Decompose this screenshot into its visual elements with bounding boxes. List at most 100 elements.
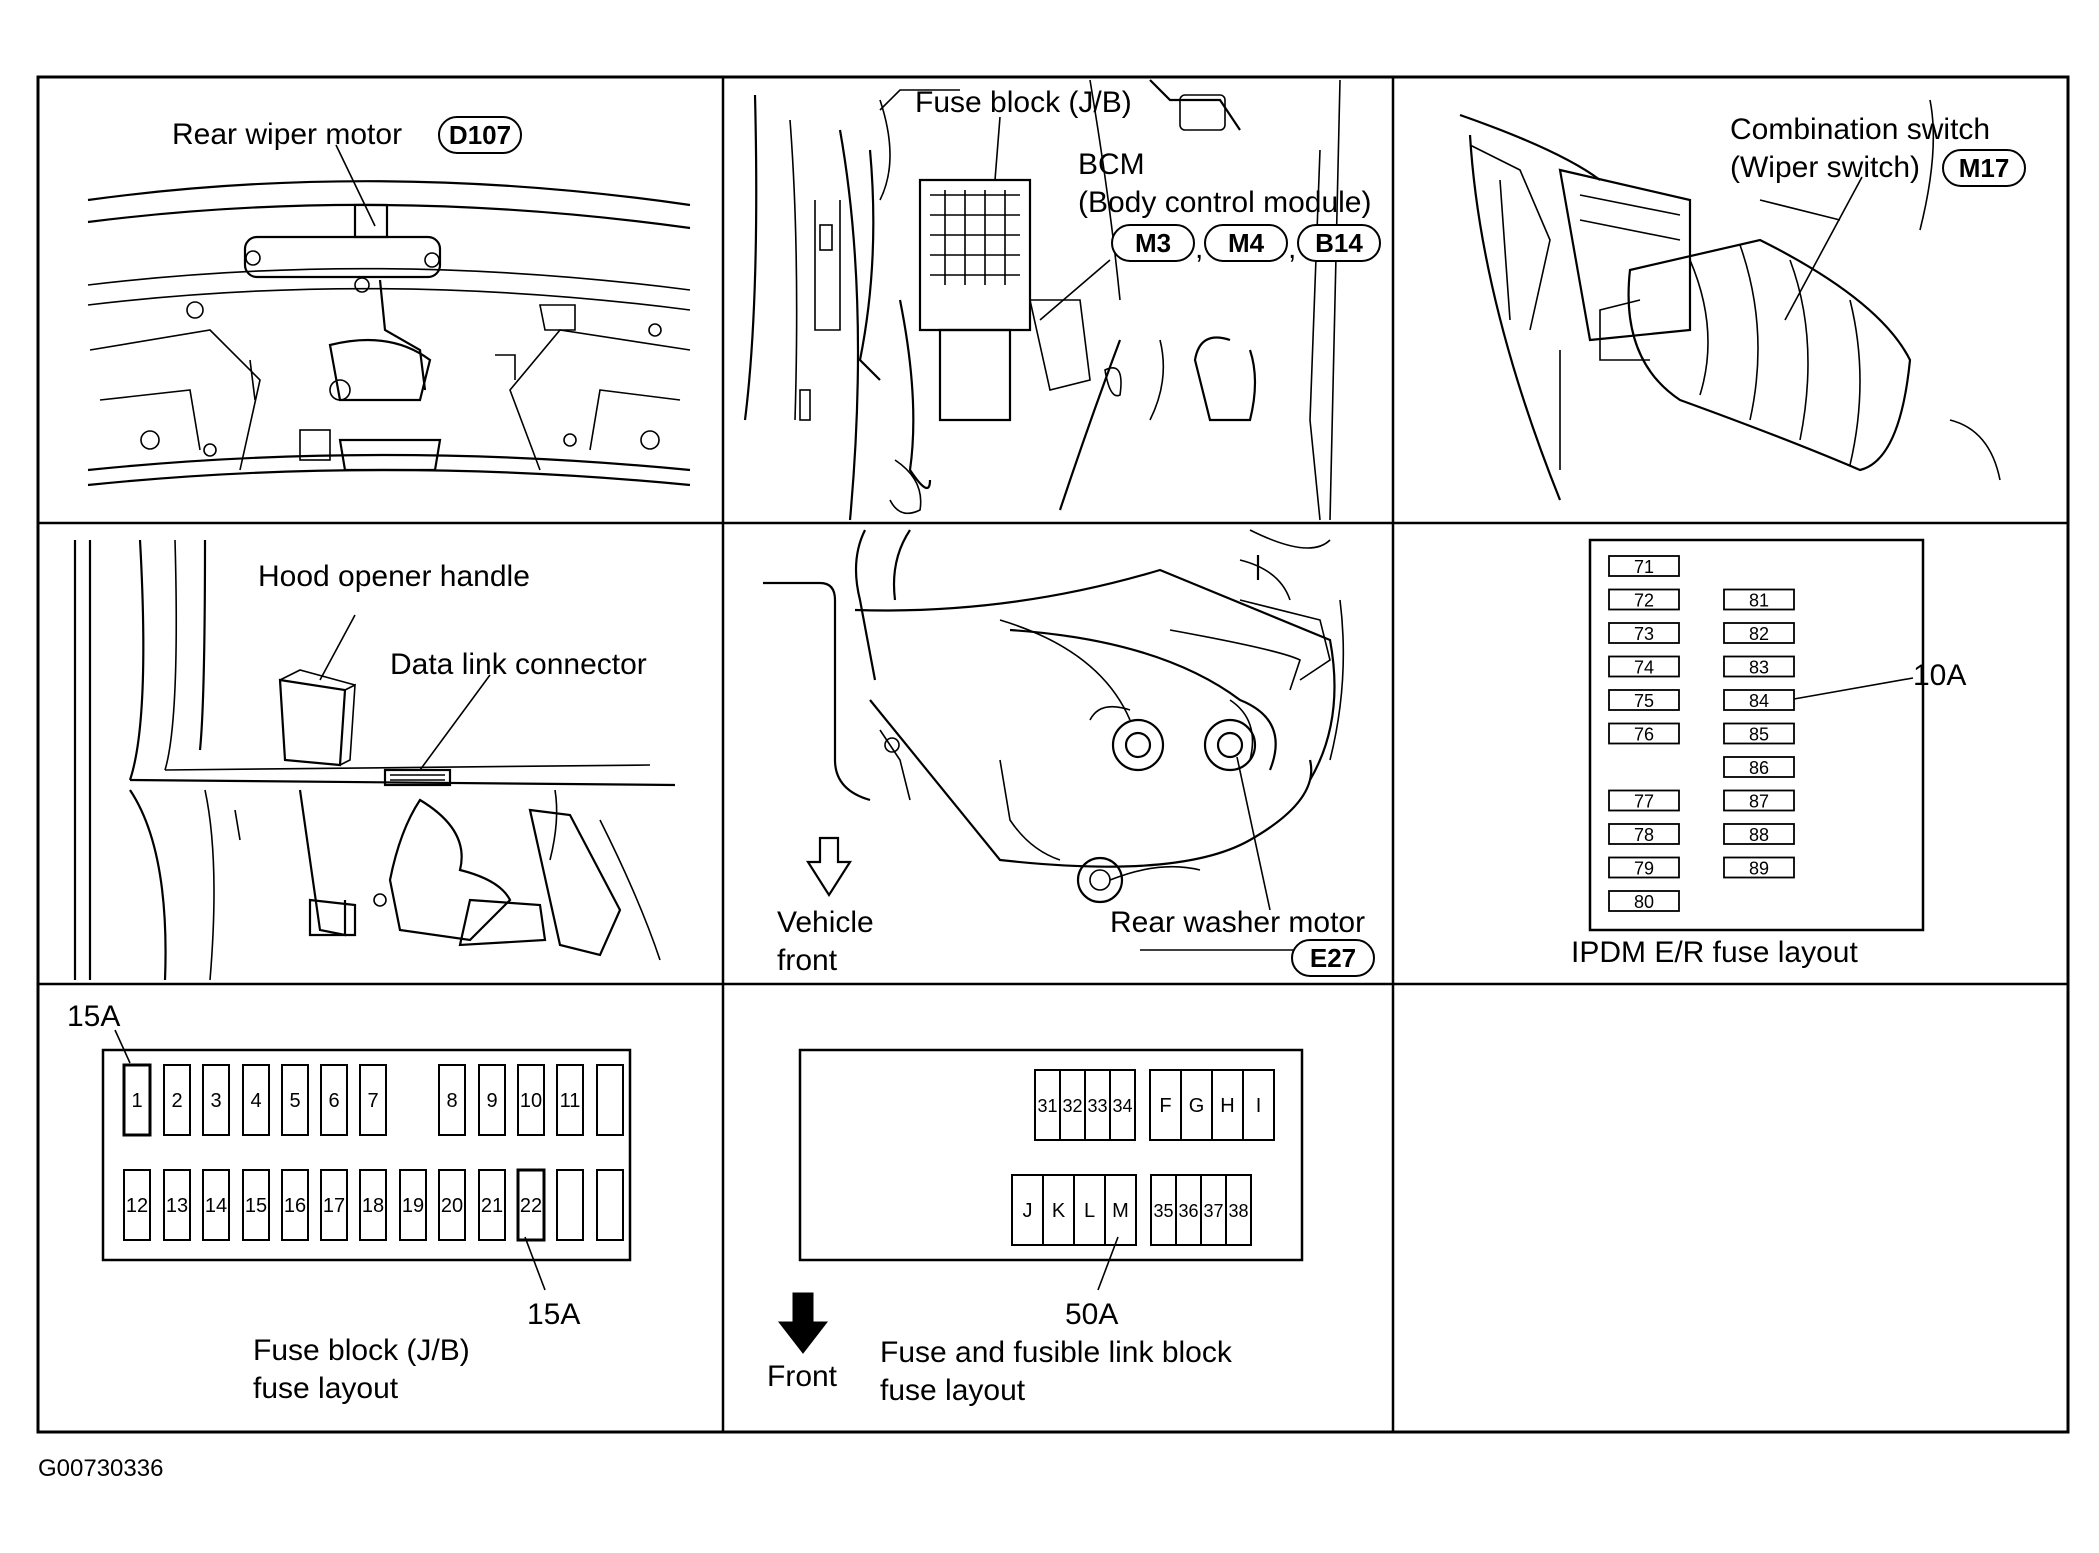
bcm-connector-id-2: M4 (1228, 228, 1265, 258)
fl-fuse-I-box (1242, 1069, 1275, 1141)
ipdm-fuse-80-box (1608, 890, 1680, 912)
fl-fuse-35-label: 35 (1153, 1201, 1173, 1221)
jb-fuse-top-5-box (281, 1064, 309, 1136)
jb-15a-callout-top: 15A (67, 1000, 120, 1033)
jb-fuse-bottom-empty-11-box (556, 1169, 584, 1241)
fl-fuse-33-box (1084, 1069, 1111, 1141)
ipdm-fuse-76-box (1608, 722, 1680, 745)
fuse-block-leader (994, 116, 1001, 181)
jb-15a-callout-bottom: 15A (527, 1298, 580, 1331)
bcm-connector-badge-1 (1111, 224, 1195, 262)
fl-50a-callout: 50A (1065, 1298, 1118, 1331)
fusible-link-caption-2: fuse layout (880, 1374, 1026, 1407)
data-link-leader (419, 674, 491, 771)
jb-fuse-bottom-14-label: 14 (205, 1195, 227, 1217)
ipdm-fuse-80-label: 80 (1634, 892, 1654, 912)
jb-fuse-top-empty-12-box (596, 1064, 624, 1136)
ipdm-fuse-74-label: 74 (1634, 658, 1654, 678)
ipdm-fuse-79-box (1608, 856, 1680, 879)
ipdm-fuse-71-label: 71 (1634, 557, 1654, 577)
vehicle-front-label-2: front (777, 944, 838, 977)
jb-fuse-bottom-15-box (242, 1169, 270, 1241)
jb-fuse-bottom-12-box (123, 1169, 151, 1241)
ipdm-fuse-78-box (1608, 823, 1680, 845)
fl-fuse-36-label: 36 (1178, 1201, 1198, 1221)
ipdm-fuse-72-box (1608, 588, 1680, 611)
rear-wiper-connector-badge (438, 116, 522, 154)
jb-fuse-bottom-22-label: 22 (520, 1195, 542, 1217)
data-link-connector-label: Data link connector (390, 648, 647, 681)
ipdm-fuse-85-label: 85 (1749, 725, 1769, 745)
fl-fuse-K-label: K (1052, 1200, 1066, 1222)
fl-fuse-38-box (1225, 1174, 1252, 1246)
jb-fuse-top-7-label: 7 (367, 1090, 378, 1112)
jb-fuse-top-11-box (556, 1064, 584, 1136)
connector-separator-2: , (1288, 232, 1296, 265)
ipdm-fuse-73-box (1608, 622, 1680, 644)
ipdm-fuse-85-box (1723, 722, 1795, 745)
jb-fuse-top-3-label: 3 (210, 1090, 221, 1112)
hood-dlc-drawing (73, 539, 676, 981)
ipdm-10a-callout: 10A (1913, 659, 1966, 692)
fl-fuse-34-box (1109, 1069, 1136, 1141)
washer-drawing (763, 529, 1345, 951)
ipdm-fuse-81-label: 81 (1749, 591, 1769, 611)
ipdm-fuse-82-box (1723, 622, 1795, 644)
ipdm-fuse-74-box (1608, 655, 1680, 678)
ipdm-fuse-88-box (1723, 823, 1795, 845)
ipdm-fuse-77-box (1608, 789, 1680, 812)
jb-fuse-top-2-label: 2 (171, 1090, 182, 1112)
jb-15a-leader-bottom (524, 1236, 546, 1291)
ipdm-fuse-72-label: 72 (1634, 591, 1654, 611)
jb-fuse-top-4-box (242, 1064, 270, 1136)
jb-fuse-top-5-label: 5 (289, 1090, 300, 1112)
hood-opener-leader (319, 614, 356, 681)
ipdm-10a-leader (1793, 677, 1914, 700)
rear-washer-connector-badge (1291, 939, 1375, 977)
fl-50a-leader (1097, 1236, 1119, 1291)
ipdm-fuse-87-label: 87 (1749, 792, 1769, 812)
fl-fuse-L-label: L (1084, 1200, 1095, 1222)
jb-fuse-bottom-17-label: 17 (323, 1195, 345, 1217)
fl-fuse-31-box (1034, 1069, 1061, 1141)
bcm-label: BCM (1078, 148, 1145, 181)
fl-fuse-M-label: M (1112, 1200, 1129, 1222)
ipdm-fuse-83-box (1723, 655, 1795, 678)
ipdm-fuse-82-label: 82 (1749, 624, 1769, 644)
vehicle-front-arrow-icon (805, 836, 853, 898)
fl-fuse-33-label: 33 (1087, 1096, 1107, 1116)
bcm-connector-id-3: B14 (1315, 228, 1363, 258)
jb-caption-2: fuse layout (253, 1372, 399, 1405)
ipdm-fuse-84-label: 84 (1749, 691, 1769, 711)
vehicle-front-label-1: Vehicle (777, 906, 874, 939)
fl-fuse-F-label: F (1159, 1095, 1171, 1117)
fl-fuse-J-label: J (1023, 1200, 1033, 1222)
ipdm-caption: IPDM E/R fuse layout (1571, 936, 1858, 969)
ipdm-fuse-71-box (1608, 555, 1680, 577)
jb-fuse-top-10-box (517, 1064, 545, 1136)
jb-fuse-bottom-13-box (163, 1169, 191, 1241)
jb-fuse-bottom-21-label: 21 (481, 1195, 503, 1217)
jb-frame (101, 1048, 632, 1262)
jb-fuse-top-11-label: 11 (560, 1090, 581, 1112)
ipdm-fuse-86-box (1723, 756, 1795, 778)
combination-switch-drawing (1459, 99, 2001, 501)
panel-hood-data-link: Hood opener handle Data link connector (73, 539, 676, 981)
ipdm-fuse-75-box (1608, 689, 1680, 711)
jb-fuse-top-9-box (478, 1064, 506, 1136)
ipdm-fuse-73-label: 73 (1634, 624, 1654, 644)
ipdm-fuse-78-label: 78 (1634, 825, 1654, 845)
ipdm-fuse-84-box (1723, 689, 1795, 711)
fuse-block-label: Fuse block (J/B) (915, 86, 1132, 119)
ipdm-fuse-81-box (1723, 588, 1795, 611)
fl-fuse-36-box (1175, 1174, 1202, 1246)
jb-fuse-top-8-label: 8 (446, 1090, 457, 1112)
jb-fuse-bottom-15-label: 15 (245, 1195, 267, 1217)
front-label: Front (767, 1360, 838, 1393)
